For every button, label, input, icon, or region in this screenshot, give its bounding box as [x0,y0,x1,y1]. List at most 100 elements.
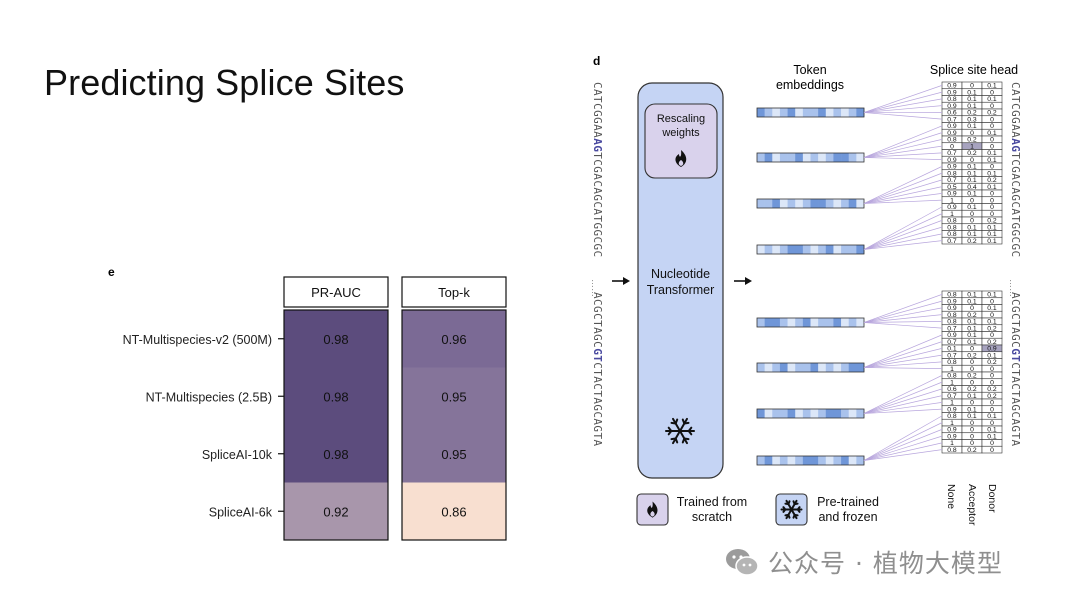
prob-value: 0.1 [987,170,997,177]
prob-value: 0.1 [967,413,977,420]
token-embedding [756,408,865,419]
prob-value: 0.7 [947,116,957,123]
prob-value: 0.1 [967,96,977,103]
prob-value: 0.7 [947,339,957,346]
prob-value: 0 [950,143,954,150]
cell-value-label: 0.95 [441,447,466,462]
prob-value: 0.2 [967,352,977,359]
model-label: Nucleotide [651,267,710,281]
prob-value: 0.1 [987,319,997,326]
cell-value-label: 0.98 [323,447,348,462]
prob-value: 0.2 [987,110,997,117]
prob-value: 0.9 [947,191,957,198]
cell-value-label: 0.92 [323,504,348,519]
prob-value: 0.6 [947,110,957,117]
prob-value: 0.1 [967,164,977,171]
prob-value: 0 [990,204,994,211]
prob-value: 1 [970,143,974,150]
cell-value-label: 0.86 [441,504,466,519]
prob-value: 0.2 [967,150,977,157]
prob-value: 0.8 [947,137,957,144]
rescaling-label: weights [661,127,700,139]
prob-value: 0 [990,137,994,144]
prob-value: 0.9 [947,204,957,211]
attention-fan [863,294,943,329]
legend-trained-label: Trained from [677,495,747,509]
prob-value: 0 [990,332,994,339]
prob-value: 0.8 [947,447,957,454]
prob-value: 0.9 [947,305,957,312]
prob-value: 0.9 [947,433,957,440]
prob-value: 0.8 [947,224,957,231]
prob-value: 0.2 [987,359,997,366]
cell-value-label: 0.98 [323,389,348,404]
attention-fan [863,375,943,414]
prob-value: 0.7 [947,238,957,245]
prob-value: 0 [990,440,994,447]
prob-value: 0 [990,379,994,386]
dna-sequence-bottom-right: ACGCTAGCGTCTACTAGCAGTA [1009,292,1022,447]
prob-value: 0.1 [967,393,977,400]
prob-value: 0.1 [967,89,977,96]
heatmap-cell [402,425,506,483]
prob-value: 0.8 [947,292,957,299]
prob-value: 0.1 [967,332,977,339]
prob-value: 0 [970,211,974,218]
attention-fan [863,334,943,369]
prob-value: 0.2 [967,447,977,454]
snowflake-icon [665,417,695,445]
prob-value: 0 [970,83,974,90]
prob-value: 0 [990,406,994,413]
model-label: Transformer [647,283,715,297]
prob-value: 0.2 [987,177,997,184]
prob-value: 0.2 [967,386,977,393]
prob-value: 0.3 [967,116,977,123]
prob-value: 0 [970,433,974,440]
prob-value: 0.1 [987,184,997,191]
prob-value: 0.2 [987,386,997,393]
prob-value: 0.1 [967,103,977,110]
prob-value: 0.1 [987,413,997,420]
flame-icon-core [650,510,655,517]
prob-value: 0 [970,420,974,427]
attention-fan [863,166,943,204]
prob-value: 0.2 [967,110,977,117]
input-arrow [612,277,630,285]
prob-value: 0 [990,197,994,204]
legend-trained-label: scratch [692,510,732,524]
prob-value: 0.5 [947,184,957,191]
prob-value: 0.8 [947,373,957,380]
prob-value: 0.1 [967,177,977,184]
token-embedding [756,107,865,118]
prob-value: 0 [990,373,994,380]
dna-sequence-top: CATCGGAAAGTCGACAGCATGGCGC [591,82,604,258]
flame-icon-core [678,160,684,166]
rescaling-label: Rescaling [657,113,705,125]
wechat-icon [726,549,759,576]
prob-value: 0 [990,366,994,373]
column-frame [401,309,507,541]
prob-value: 0.9 [947,83,957,90]
dna-sequence-top-right: CATCGGAAAGTCGACAGCATGGCGC [1009,82,1022,258]
prob-value: 0 [990,447,994,454]
class-column-label: Donor [986,484,998,513]
prob-value: 0 [970,157,974,164]
sequence-ellipsis: …… [590,279,600,297]
prob-value: 0.1 [987,96,997,103]
prob-value: 0.1 [987,238,997,245]
prob-value: 1 [950,400,954,407]
prob-value: 0 [990,298,994,305]
cell-value-label: 0.96 [441,332,466,347]
prob-cell [981,445,1003,454]
prob-value: 0 [970,427,974,434]
token-embeddings-title-2: embeddings [776,78,844,92]
prob-value: 0.1 [967,170,977,177]
prob-value: 0.1 [987,157,997,164]
prob-value: 0.1 [947,346,957,353]
heatmap-cell [402,310,506,368]
flame-icon [675,150,687,167]
prob-value: 0.9 [947,298,957,305]
prob-value: 0.1 [967,292,977,299]
